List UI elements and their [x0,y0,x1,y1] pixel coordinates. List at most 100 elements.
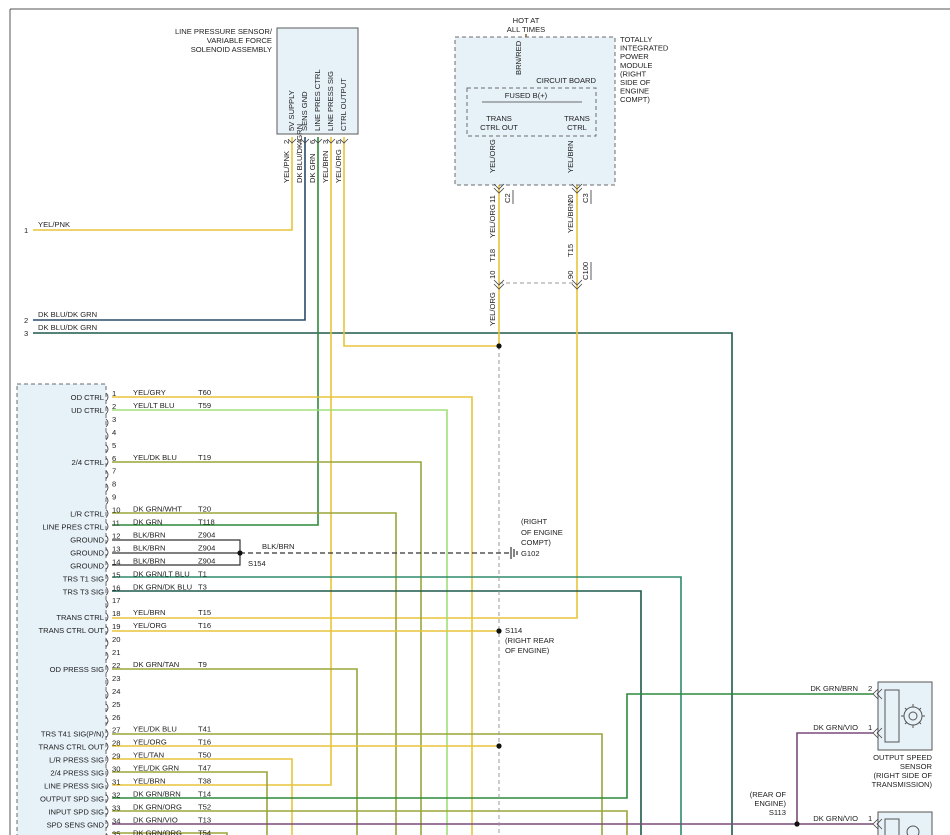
tipm-circuit1: T18 [488,249,497,262]
tcm-connector-icon [105,664,109,674]
lps-pin-num: 2 [282,140,291,144]
tcm-pin-circuit: T54 [198,828,211,835]
oss-title-2: SENSOR [900,762,933,771]
wire-yel-org-ctrl-output [343,137,499,347]
lps-pin-label: CTRL OUTPUT [339,78,348,131]
tcm-connector-icon [105,392,109,402]
junction-yel-org [496,343,502,349]
line-pressure-sensor-box [276,27,359,135]
tcm-pin-func: INPUT SPD SIG [48,807,104,816]
tcm-pin-wire: DK GRN/DK BLU [133,582,192,591]
tipm-title-line: POWER [620,52,649,61]
tcm-pin-num: 4 [112,428,116,437]
tcm-pin-circuit: T14 [198,789,211,798]
lps-connector-icon [339,138,349,144]
tcm-pin-num: 5 [112,441,116,450]
oss-pin-b-num: 1 [868,723,872,732]
tipm-title-line: INTEGRATED [620,44,669,53]
tcm-pin-circuit: Z904 [198,556,215,565]
wire-l-r-ctrl [112,512,397,835]
lps-pin-wire: DK BLU/DK GRN [295,124,304,183]
wire-dk-grn-line-pres-ctrl [112,137,319,526]
tcm-pin-circuit: T47 [198,764,211,773]
wire-trs-t41 [112,733,603,835]
tcm-pin-wire: YEL/BRN [133,777,166,786]
s114-note-2: OF ENGINE) [505,646,550,655]
tcm-pin-num: 20 [112,635,120,644]
left-terminal-wire: YEL/PNK [38,220,70,229]
ground-g102-icon [510,547,518,559]
s113-note-1: (REAR OF [750,790,787,799]
hot-line-1: HOT AT [513,16,540,25]
tcm-pin-func: LINE PRES CTRL [42,523,104,532]
tcm-pin-wire: YEL/TAN [133,751,164,760]
wire-input-spd-sig [112,810,628,835]
oss-title-1: OUTPUT SPEED [873,753,932,762]
tcm-connector-icon [105,548,109,557]
s154-wire-label: BLK/BRN [262,542,295,551]
tcm-pin-num: 11 [112,519,120,528]
tipm-fused: FUSED B(+) [505,91,548,100]
tcm-pin-num: 27 [112,726,120,735]
tipm-wire2-top: YEL/BRN [566,141,575,174]
tcm-connector-icon [105,755,109,764]
tcm-pin-num: 17 [112,596,120,605]
tcm-pin-num: 13 [112,544,120,553]
tcm-pin-num: 35 [112,829,120,835]
tcm-connector-icon [105,703,109,713]
tcm-pin-num: 32 [112,790,120,799]
lps-pin-wire: YEL/ORG [334,149,343,183]
tcm-pin-num: 18 [112,609,120,618]
tcm-pin-circuit: T1 [198,569,207,578]
tcm-pin-circuit: T19 [198,453,211,462]
tipm-out1-1: TRANS [486,114,512,123]
tcm-connector-icon [105,483,109,492]
lps-title-2: VARIABLE FORCE [207,36,272,45]
tipm-wire2-mid: YEL/BRN [566,201,575,234]
tcm-pin-num: 25 [112,700,120,709]
tcm-pin-num: 7 [112,467,116,476]
tcm-pin-num: 30 [112,765,120,774]
tcm-pin-func: L/R PRESS SIG [49,756,104,765]
tcm-connector-icon [105,612,109,622]
tcm-pin-func: GROUND [70,548,104,557]
wire-spd-sens-gnd [112,732,873,825]
tcm-pin-circuit: T59 [198,401,211,410]
tipm-title-line: MODULE [620,61,653,70]
c100-pin1: 10 [488,271,497,279]
tcm-pin-num: 6 [112,454,116,463]
tcm-pin-func: TRS T1 SIG [63,574,104,583]
circuit-board-box [466,87,597,137]
tcm-pin-num: 3 [112,415,116,424]
lps-pin-label: 5V SUPPLY [287,90,296,131]
tcm-pin-circuit: Z904 [198,530,215,539]
left-terminal-num: 3 [24,329,28,338]
tipm-conn2: C3 [581,193,590,203]
tcm-pin-num: 28 [112,739,120,748]
tcm-connector-icon [105,457,109,467]
tcm-pin-num: 33 [112,803,120,812]
tcm-connector-icon [105,561,109,570]
tcm-pin-func: SPD SENS GND [47,820,105,829]
lps-pin-label: LINE PRES CTRL [313,69,322,131]
tcm-connector-icon [105,768,109,777]
tipm-connector-icons [493,183,583,290]
wire-dk-blu-dk-grn-2 [33,137,306,321]
tcm-pin-num: 19 [112,622,120,631]
tcm-connector-icon [105,496,109,505]
oss-title-3: (RIGHT SIDE OF [873,771,932,780]
tcm-pin-num: 21 [112,648,120,657]
tipm-title-line: ENGINE [620,87,649,96]
tcm-pin-num: 23 [112,674,120,683]
tcm-pin-num: 31 [112,778,120,787]
tcm-pin-wire: DK GRN/LT BLU [133,569,190,578]
tipm-pin1: 11 [488,195,497,203]
tcm-pin-num: 1 [112,389,116,398]
wire-pin-35 [112,832,228,835]
tcm-pin-wire: YEL/LT BLU [133,401,175,410]
tcm-connector-icon [105,405,109,415]
left-terminal-wire: DK BLU/DK GRN [38,310,97,319]
oss-pin-a-wire: DK GRN/BRN [810,684,858,693]
